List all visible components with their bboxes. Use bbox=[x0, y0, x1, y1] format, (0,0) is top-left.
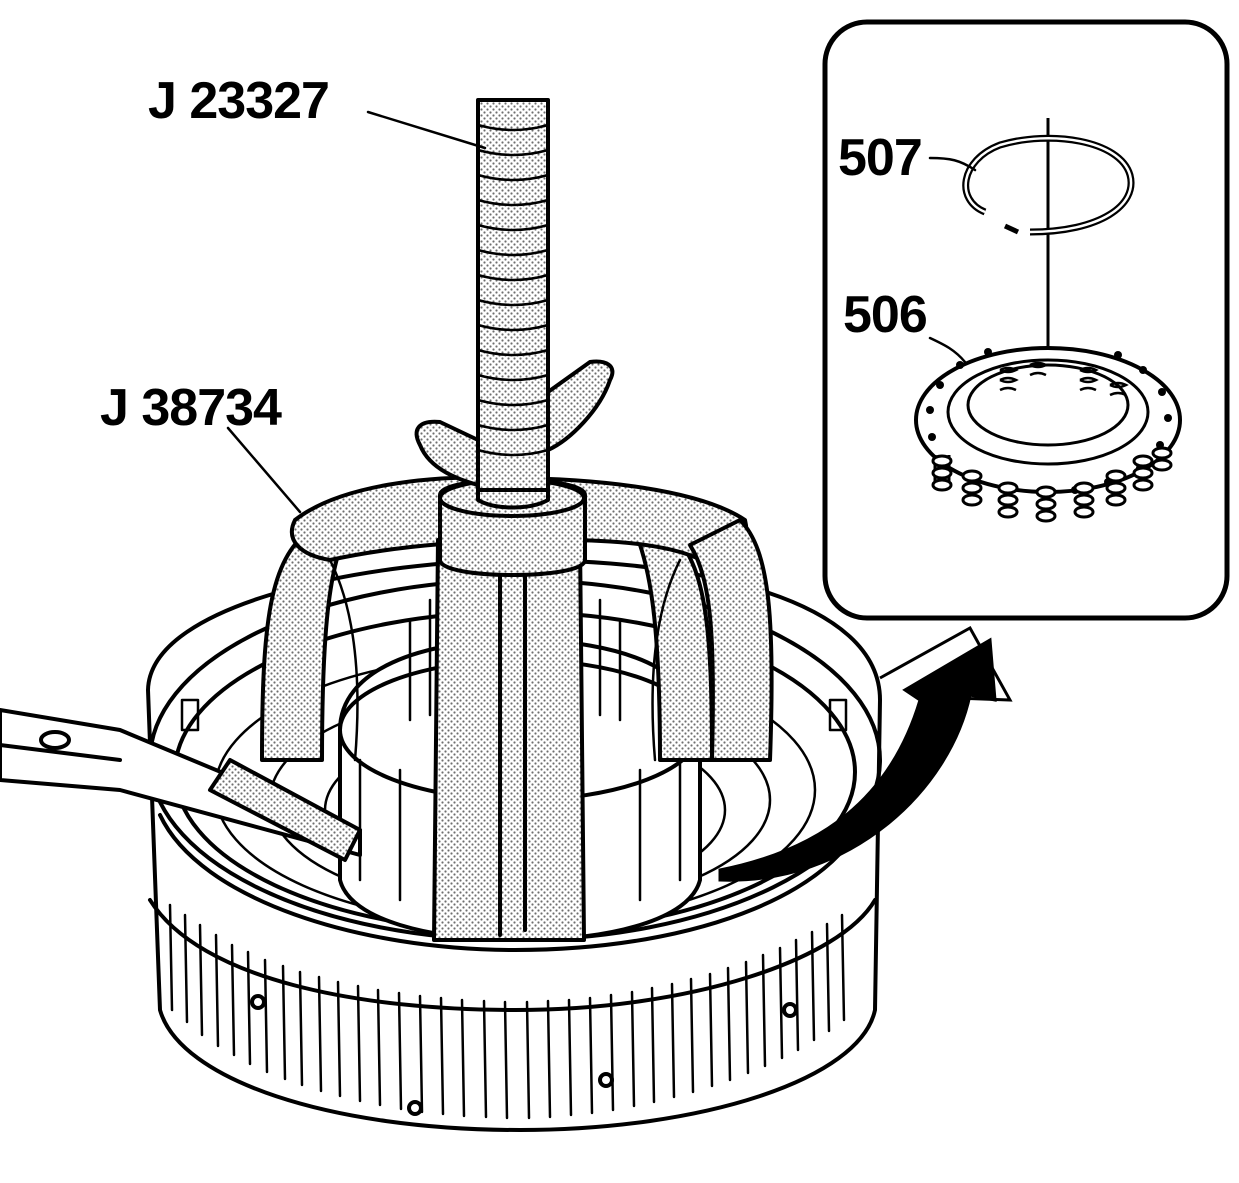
callout-j38734: J 38734 bbox=[100, 379, 282, 437]
lower-springs bbox=[931, 446, 1173, 523]
rod-threads bbox=[476, 123, 550, 457]
screwdriver bbox=[0, 708, 362, 862]
drum-splines bbox=[168, 903, 846, 1120]
threaded-rod bbox=[476, 98, 550, 492]
snap-ring-507 bbox=[962, 134, 1135, 236]
spring-assembly-506 bbox=[914, 346, 1182, 523]
detail-inset bbox=[822, 19, 1230, 621]
callout-507: 507 bbox=[838, 129, 922, 187]
leader-line-j23327 bbox=[366, 110, 487, 150]
adapter-yoke bbox=[260, 475, 774, 942]
removal-arrow bbox=[718, 625, 1013, 882]
callout-506: 506 bbox=[843, 286, 927, 344]
callout-j23327: J 23327 bbox=[148, 72, 329, 130]
leader-line-j38734 bbox=[226, 426, 302, 514]
